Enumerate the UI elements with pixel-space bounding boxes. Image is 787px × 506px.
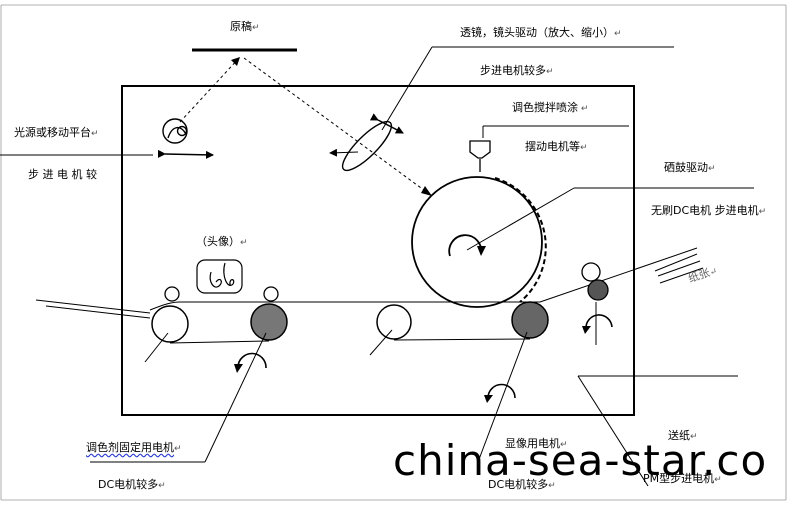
lens-drive-label: 透镜，镜头驱动（放大、缩小）↵ <box>460 26 622 39</box>
drum <box>411 176 543 308</box>
machine-housing <box>121 85 635 416</box>
feed-roller-driven <box>587 279 609 301</box>
optical-path <box>179 56 433 197</box>
drum-dashed-arc <box>494 177 547 303</box>
head-image-label: （头像）↵ <box>196 235 248 248</box>
light-source-label: 光源或移动平台↵ <box>14 126 99 139</box>
drum-motor-label: 无刷DC电机 步进电机↵ <box>651 204 767 217</box>
leader-lines <box>0 46 754 487</box>
page-frame <box>0 4 787 501</box>
fixing-roller-driven <box>250 303 288 341</box>
fixing-roller-top-small-2 <box>263 286 279 302</box>
fixing-roller-left <box>151 305 189 343</box>
color-mix-label: 调色搅拌喷涂 ↵ <box>512 101 589 114</box>
original-label: 原稿↵ <box>230 20 260 33</box>
fixing-roller-top-small <box>164 286 180 302</box>
head-image-icon <box>196 259 243 294</box>
drum-rotation-arrow <box>448 234 483 257</box>
paper-path <box>35 247 704 319</box>
fixing-motor-label: 调色剂固定用电机↵ <box>86 441 182 454</box>
feed-label: 送纸↵ <box>668 429 698 442</box>
light-source-icon <box>162 118 188 144</box>
watermark: china-sea-star.co <box>393 436 768 485</box>
rotation-arrow-fixing <box>237 352 267 369</box>
lens-arrow <box>369 113 404 134</box>
spray-nozzle-icon <box>469 140 491 172</box>
drum-drive-label: 硒鼓驱动↵ <box>664 161 716 174</box>
rotation-arrow-develop <box>487 383 516 399</box>
fixing-dc-label: DC电机较多↵ <box>98 478 166 491</box>
develop-roller-left <box>376 304 412 340</box>
platform-arrow <box>157 149 214 159</box>
feed-roller-top <box>581 262 601 282</box>
develop-dc-label: DC电机较多↵ <box>488 478 556 491</box>
rotation-arrow-feed <box>585 314 613 330</box>
develop-roller-driven <box>511 301 549 339</box>
feed-motor-label: PM型步进电机↵ <box>643 472 722 485</box>
develop-motor-label: 显像用电机↵ <box>505 437 568 450</box>
light-motor-label: 步 进 电 机 较 <box>28 168 97 181</box>
lens-motor-label: 步进电机较多↵ <box>480 64 554 77</box>
swing-motor-label: 摆动电机等↵ <box>525 140 588 153</box>
